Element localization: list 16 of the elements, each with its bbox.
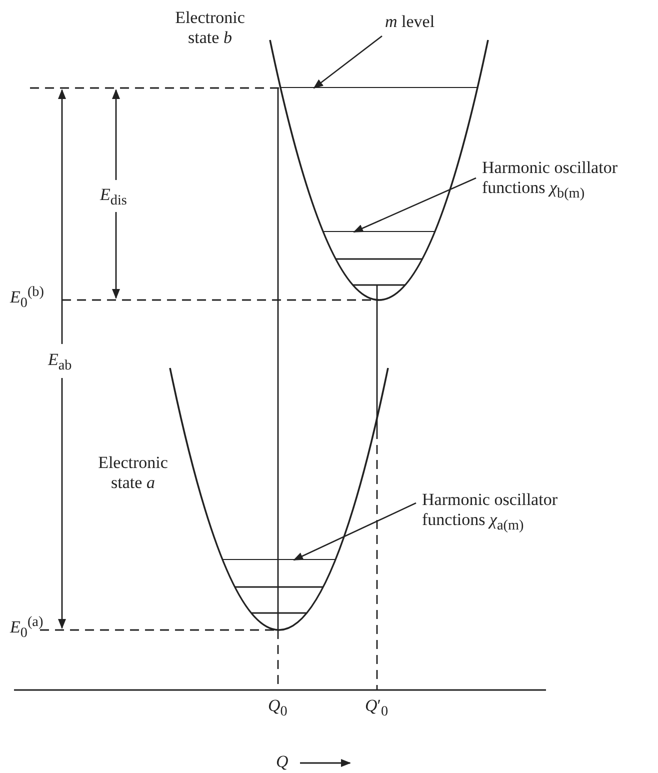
leader-line <box>313 35 382 89</box>
axis-label: Q <box>276 752 288 772</box>
energy-level-line <box>323 231 435 232</box>
callout-label: Harmonic oscillator functions χ$_{b(m)}$ <box>482 158 632 204</box>
energy-label: E$_{ab}$ <box>48 350 72 376</box>
leader-line <box>353 177 476 233</box>
energy-level-line <box>222 559 336 560</box>
leader-line <box>293 502 416 561</box>
callout-label: m level <box>385 12 435 32</box>
axis-label: Q′$_{0}$ <box>365 696 388 722</box>
state-label: Electronic state b <box>174 8 246 48</box>
state-label: Electronic state a <box>97 453 169 493</box>
energy-level-line <box>280 87 478 88</box>
axis-label: Q$_{0}$ <box>268 696 288 722</box>
energy-label: E$_{dis}$ <box>100 185 127 210</box>
callout-label: Harmonic oscillator functions χ$_{a(m)}$ <box>422 490 572 536</box>
